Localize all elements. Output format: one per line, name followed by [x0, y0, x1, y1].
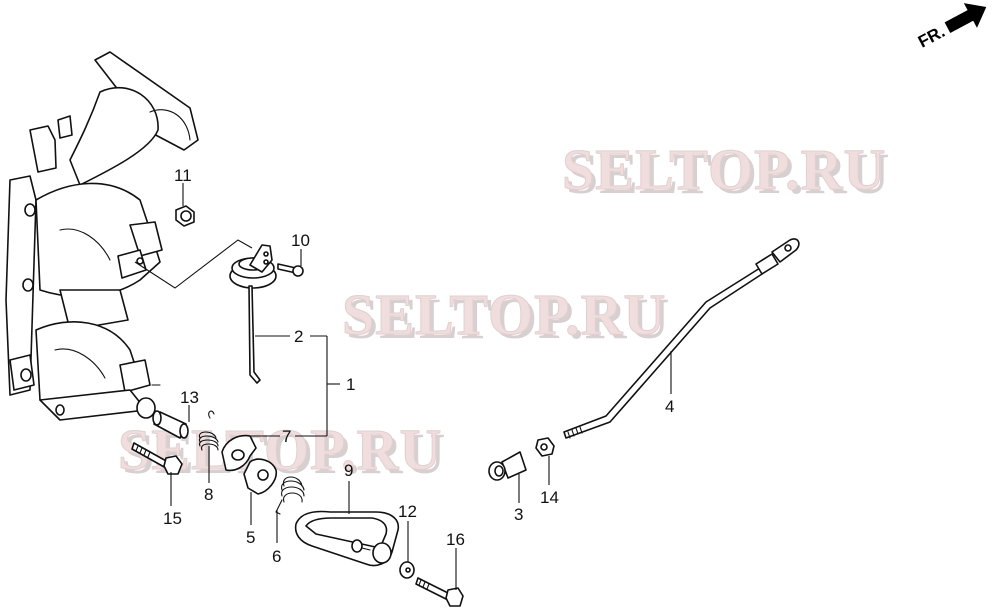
arrow-icon: [944, 3, 987, 33]
callout-13: 13: [180, 388, 199, 407]
callout-1: 1: [346, 375, 355, 394]
part-12-washer: [399, 561, 415, 579]
callout-11: 11: [174, 166, 192, 185]
svg-text:SELTOP.RU: SELTOP.RU: [562, 137, 886, 202]
callout-8: 8: [204, 485, 213, 504]
callout-12: 12: [398, 502, 417, 521]
part-10-screw: [277, 263, 304, 277]
part-4-rod: [563, 238, 800, 439]
svg-text:SELTOP.RU: SELTOP.RU: [566, 141, 890, 206]
part-14-nut: [535, 437, 555, 457]
front-direction-indicator: FR.: [915, 3, 987, 52]
svg-text:SELTOP.RU: SELTOP.RU: [346, 286, 670, 351]
part-13-collar: [152, 410, 189, 439]
svg-text:FR.: FR.: [915, 22, 948, 52]
part-9-lever-arm: [294, 510, 400, 567]
intake-manifold: [5, 51, 199, 421]
callout-5: 5: [246, 528, 255, 547]
callout-6: 6: [272, 547, 281, 566]
callout-9: 9: [344, 461, 353, 480]
part-3-ball-joint: [488, 451, 527, 481]
part-7-lever: [221, 434, 257, 472]
watermark-2: SELTOP.RU SELTOP.RU: [342, 282, 670, 352]
part-2-actuator: [229, 244, 277, 384]
callout-4: 4: [665, 397, 674, 416]
callout-16: 16: [446, 530, 465, 549]
leader-lines: [170, 183, 672, 590]
part-16-bolt: [415, 577, 464, 607]
callout-labels: 11 10 2 1 7 13 8 15 5 6 9 12 16 3 14 4: [163, 166, 674, 566]
assembly-link-line: [134, 239, 253, 289]
callout-10: 10: [291, 231, 310, 250]
part-6-spring: [275, 476, 305, 515]
callout-2: 2: [294, 327, 303, 346]
callout-15: 15: [163, 509, 182, 528]
part-8-spring: [198, 410, 219, 451]
part-15-bolt: [131, 442, 183, 475]
callout-7: 7: [282, 427, 291, 446]
part-11-nut: [175, 205, 195, 227]
part-5-plate: [243, 458, 278, 495]
callout-14: 14: [540, 488, 559, 507]
callout-3: 3: [514, 505, 523, 524]
svg-text:SELTOP.RU: SELTOP.RU: [342, 282, 666, 347]
watermark-1: SELTOP.RU SELTOP.RU: [562, 137, 890, 207]
